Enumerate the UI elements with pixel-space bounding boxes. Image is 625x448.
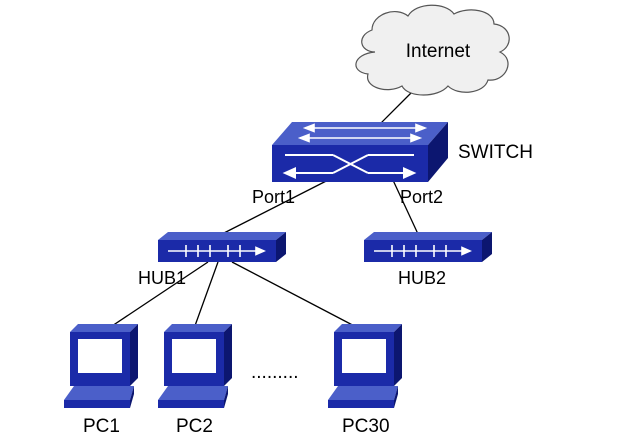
pc2-label: PC2 [176, 416, 213, 437]
pc2-node: PC2 [158, 324, 232, 437]
internet-label: Internet [406, 41, 471, 62]
hub-icon [158, 232, 286, 262]
computer-icon [328, 324, 402, 408]
switch-node: SWITCH [272, 122, 533, 182]
pc1-node: PC1 [64, 324, 138, 437]
computer-icon [158, 324, 232, 408]
switch-label: SWITCH [458, 142, 533, 163]
ellipsis-label: ......... [251, 362, 299, 383]
hub1-label: HUB1 [138, 268, 186, 288]
link-switch-hub2 [391, 177, 419, 235]
link-switch-hub1 [221, 173, 341, 235]
switch-icon [272, 122, 448, 182]
pc1-label: PC1 [83, 416, 120, 437]
port2-label: Port2 [400, 187, 443, 207]
hub1-node: HUB1 [138, 232, 286, 288]
pc30-node: PC30 [328, 324, 402, 437]
link-hub1-pc30 [231, 261, 363, 331]
link-hub1-pc2 [191, 261, 219, 335]
hub2-label: HUB2 [398, 268, 446, 288]
internet-node: Internet [355, 4, 510, 96]
computer-icon [64, 324, 138, 408]
cloud-icon [355, 4, 510, 96]
pc30-label: PC30 [342, 416, 390, 437]
hub2-node: HUB2 [364, 232, 492, 288]
connections [99, 91, 419, 335]
link-hub1-pc1 [99, 261, 209, 335]
port1-label: Port1 [252, 187, 295, 207]
hub-icon [364, 232, 492, 262]
